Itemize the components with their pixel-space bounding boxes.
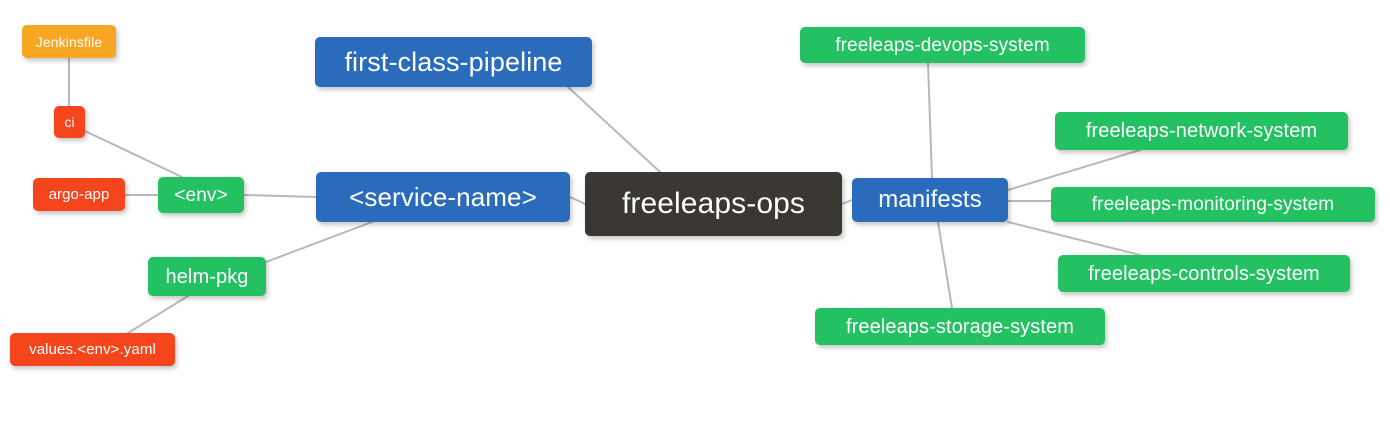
edge-ops-service-name	[569, 196, 586, 205]
node-freeleaps-network-system[interactable]: freeleaps-network-system	[1055, 112, 1348, 150]
edge-env-ci	[84, 130, 183, 178]
node-freeleaps-storage-system[interactable]: freeleaps-storage-system	[815, 308, 1105, 345]
node-values-env-yaml[interactable]: values.<env>.yaml	[10, 333, 175, 366]
node-freeleaps-monitoring-system[interactable]: freeleaps-monitoring-system	[1051, 187, 1375, 222]
node-label-manifests: manifests	[878, 186, 982, 213]
edge-manifests-devops	[927, 62, 933, 179]
node-label-service-name: <service-name>	[349, 182, 537, 212]
edge-manifests-network	[1007, 149, 1141, 191]
node-ci[interactable]: ci	[54, 106, 85, 138]
node-freeleaps-devops-system[interactable]: freeleaps-devops-system	[800, 27, 1085, 63]
node-manifests[interactable]: manifests	[852, 178, 1008, 222]
edge-service-name-helm-pkg	[265, 221, 373, 263]
node-label-freeleaps-network-system: freeleaps-network-system	[1085, 120, 1318, 142]
node-label-helm-pkg: helm-pkg	[165, 265, 249, 288]
node-jenkinsfile[interactable]: Jenkinsfile	[22, 25, 116, 58]
node-label-freeleaps-storage-system: freeleaps-storage-system	[845, 315, 1075, 338]
edge-manifests-storage	[937, 221, 953, 309]
node-label-freeleaps-devops-system: freeleaps-devops-system	[835, 34, 1050, 56]
node-label-ci: ci	[64, 114, 75, 130]
edge-ops-first-class-pipeline	[567, 86, 661, 173]
edge-helm-pkg-values	[127, 295, 189, 334]
node-service-name[interactable]: <service-name>	[316, 172, 570, 222]
node-label-env: <env>	[174, 184, 228, 206]
node-label-values-env-yaml: values.<env>.yaml	[29, 341, 156, 358]
node-label-freeleaps-controls-system: freeleaps-controls-system	[1088, 262, 1320, 285]
node-argo-app[interactable]: argo-app	[33, 178, 125, 211]
edge-ops-manifests	[841, 199, 853, 205]
node-label-first-class-pipeline: first-class-pipeline	[344, 46, 563, 77]
node-label-jenkinsfile: Jenkinsfile	[35, 33, 103, 50]
node-env[interactable]: <env>	[158, 177, 244, 213]
node-label-freeleaps-monitoring-system: freeleaps-monitoring-system	[1091, 194, 1335, 215]
node-freeleaps-controls-system[interactable]: freeleaps-controls-system	[1058, 255, 1350, 292]
node-first-class-pipeline[interactable]: first-class-pipeline	[315, 37, 592, 87]
node-label-freeleaps-ops: freeleaps-ops	[621, 187, 806, 220]
edge-manifests-controls	[1007, 221, 1141, 256]
edge-service-name-env	[243, 194, 317, 198]
node-label-argo-app: argo-app	[48, 186, 110, 203]
node-freeleaps-ops[interactable]: freeleaps-ops	[585, 172, 842, 236]
node-helm-pkg[interactable]: helm-pkg	[148, 257, 266, 296]
